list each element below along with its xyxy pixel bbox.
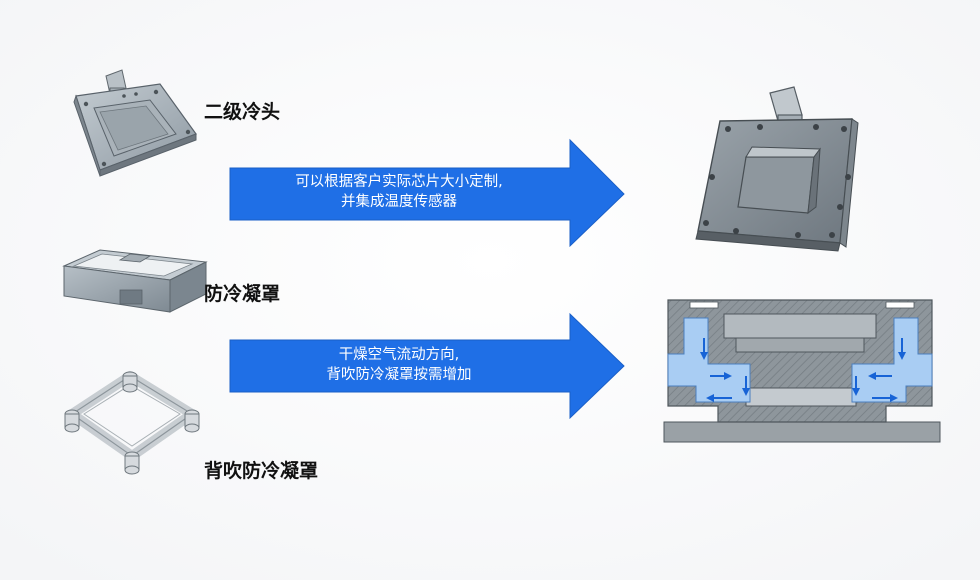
arrow-customization-line1: 可以根据客户实际芯片大小定制,: [295, 174, 503, 190]
arrow-customization: [229, 138, 625, 248]
arrow-air-flow-line1: 干燥空气流动方向,: [338, 347, 460, 363]
arrow-customization-text: 可以根据客户实际芯片大小定制, 并集成温度传感器: [228, 172, 570, 212]
cold-head-large-image: [695, 86, 859, 252]
arrow-customization-line2: 并集成温度传感器: [341, 194, 457, 210]
arrow-air-flow: [229, 312, 625, 420]
cross-section-diagram: [663, 299, 941, 443]
secondary-cold-head-image: [73, 69, 197, 177]
label-back-blow-cover: 背吹防冷凝罩: [204, 460, 319, 482]
anti-condensation-cover-image: [62, 249, 208, 313]
arrow-air-flow-line2: 背吹防冷凝罩按需增加: [326, 367, 472, 383]
arrow-air-flow-text: 干燥空气流动方向, 背吹防冷凝罩按需增加: [228, 345, 570, 385]
back-blow-cover-image: [64, 371, 200, 475]
label-secondary-cold-head: 二级冷头: [204, 101, 281, 123]
label-anti-condensation-cover: 防冷凝罩: [204, 283, 281, 305]
